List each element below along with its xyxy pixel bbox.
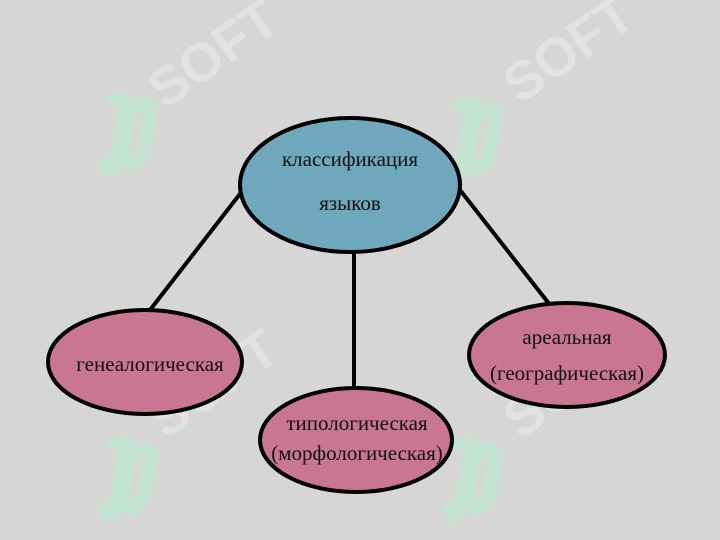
connector-left <box>148 188 245 312</box>
node-areal-label: ареальная (географическая) <box>472 322 662 388</box>
node-typological-line1: типологическая <box>286 411 428 435</box>
node-root-ellipse <box>238 116 462 254</box>
soft-logo-icon <box>97 92 159 178</box>
node-root-line1: классификация <box>281 147 419 171</box>
soft-logo-icon <box>442 437 504 523</box>
node-areal-line1: ареальная <box>522 325 612 349</box>
node-genealogical-ellipse <box>46 308 244 416</box>
node-genealogical-line1: генеалогическая <box>76 352 224 376</box>
watermark-top-right: SOFT <box>442 0 645 183</box>
node-typological-label: типологическая (морфологическая) <box>262 408 452 468</box>
node-areal-line2: (географическая) <box>489 361 644 385</box>
node-typological-ellipse <box>258 386 454 494</box>
connector-right <box>458 188 552 307</box>
node-genealogical-label: генеалогическая <box>55 349 245 379</box>
watermark-text: SOFT <box>492 0 644 115</box>
node-typological-line2: (морфологическая) <box>271 441 443 465</box>
node-areal-ellipse <box>467 301 667 409</box>
watermark-text: SOFT <box>137 0 289 120</box>
node-root-label: классификация языков <box>250 144 450 218</box>
node-root-line2: языков <box>319 191 381 215</box>
soft-logo-icon <box>97 437 159 523</box>
